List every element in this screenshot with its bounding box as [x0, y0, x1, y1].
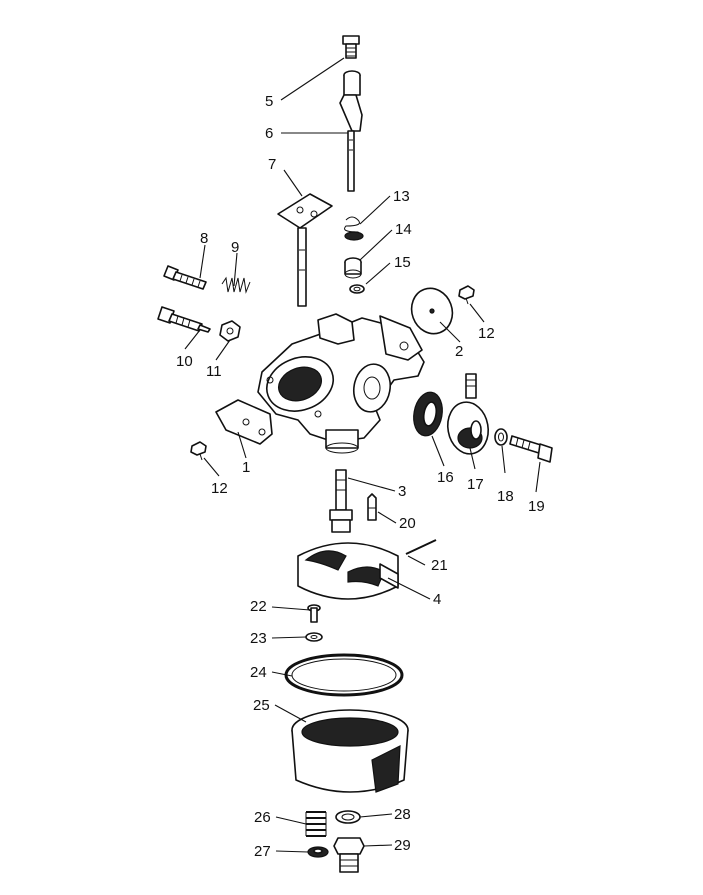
part-24-gasket — [284, 653, 404, 697]
part-11-nut — [219, 320, 241, 342]
part-number-labels: 5 6 7 13 14 15 8 9 10 11 2 12 1 12 16 17… — [176, 93, 545, 860]
label-part-4: 4 — [433, 591, 441, 608]
part-25-float-bowl — [291, 709, 409, 793]
part-29-bowl-nut — [333, 837, 365, 873]
part-27-washer — [307, 846, 329, 858]
part-20-needle — [367, 493, 377, 521]
part-21-pin — [405, 539, 437, 555]
part-18-washer — [494, 428, 508, 446]
part-5-screw — [342, 35, 360, 59]
part-12-screw-left — [190, 441, 207, 461]
label-part-8: 8 — [200, 230, 208, 247]
label-part-12-right: 12 — [478, 325, 495, 342]
label-part-13: 13 — [393, 188, 410, 205]
label-part-14: 14 — [395, 221, 412, 238]
label-part-23: 23 — [250, 630, 267, 647]
label-part-3: 3 — [398, 483, 406, 500]
label-part-20: 20 — [399, 515, 416, 532]
label-part-28: 28 — [394, 806, 411, 823]
label-part-22: 22 — [250, 598, 267, 615]
label-part-29: 29 — [394, 837, 411, 854]
part-carburetor-body — [257, 313, 425, 454]
part-4-float — [297, 542, 399, 600]
label-part-24: 24 — [250, 664, 267, 681]
part-15-washer — [349, 284, 365, 294]
part-1-plate — [215, 399, 273, 445]
part-3-jet-tube — [329, 469, 353, 533]
label-part-19: 19 — [528, 498, 545, 515]
label-part-15: 15 — [394, 254, 411, 271]
label-part-9: 9 — [231, 239, 239, 256]
part-6-throttle-shaft — [339, 70, 363, 192]
part-14-bushing — [344, 257, 362, 279]
label-part-10: 10 — [176, 353, 193, 370]
part-28-gasket — [335, 810, 361, 824]
label-part-5: 5 — [265, 93, 273, 110]
label-part-2: 2 — [455, 343, 463, 360]
part-2-plate — [410, 287, 454, 335]
part-16-screen — [413, 391, 443, 437]
label-part-21: 21 — [431, 557, 448, 574]
part-7-choke-shaft — [277, 193, 333, 307]
part-10-mixture-screw — [157, 306, 211, 333]
label-part-17: 17 — [467, 476, 484, 493]
part-17-banjo-fitting — [446, 373, 490, 455]
leader-lines — [184, 57, 541, 853]
part-22-screw — [307, 604, 321, 623]
label-part-18: 18 — [497, 488, 514, 505]
part-23-washer — [305, 632, 323, 642]
part-13-spring — [344, 216, 364, 241]
label-part-1: 1 — [242, 459, 250, 476]
label-part-6: 6 — [265, 125, 273, 142]
part-12-screw-right — [458, 285, 475, 305]
label-part-12-left: 12 — [211, 480, 228, 497]
part-19-bolt — [509, 435, 553, 463]
label-part-16: 16 — [437, 469, 454, 486]
label-part-27: 27 — [254, 843, 271, 860]
label-part-26: 26 — [254, 809, 271, 826]
label-part-11: 11 — [206, 363, 222, 380]
part-26-spring — [305, 811, 327, 837]
part-8-idle-screw — [163, 265, 207, 290]
part-9-spring — [221, 276, 251, 294]
label-part-25: 25 — [253, 697, 270, 714]
label-part-7: 7 — [268, 156, 276, 173]
